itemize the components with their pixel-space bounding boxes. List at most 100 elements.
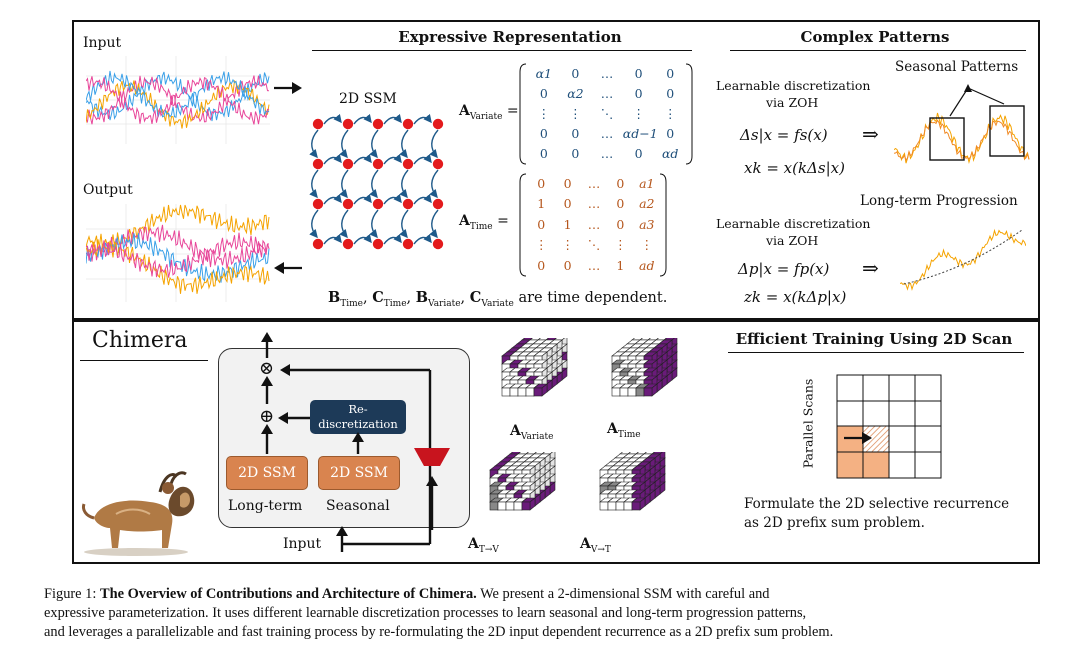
ssm-long-term-box: 2D SSM bbox=[226, 456, 308, 490]
caption-figure-label: Figure 1: bbox=[44, 586, 97, 602]
architecture-input-label: Input bbox=[283, 536, 322, 552]
long-term-pattern-plot bbox=[900, 228, 1026, 291]
a-time-subscript: Time bbox=[469, 221, 493, 232]
ssm-node bbox=[372, 238, 384, 250]
matrix-cell: 1 bbox=[537, 196, 546, 212]
matrix-cell: 0 bbox=[634, 66, 643, 81]
matrix-cell: 0 bbox=[563, 196, 572, 212]
series-line bbox=[86, 204, 270, 251]
matrix-cell: … bbox=[587, 257, 601, 273]
cube-cell bbox=[623, 501, 633, 511]
top-panel bbox=[72, 20, 1040, 320]
ssm-seasonal-box: 2D SSM bbox=[318, 456, 400, 490]
output-arrow bbox=[274, 262, 302, 274]
matrix-cell: 0 bbox=[563, 257, 572, 273]
a-variate-symbol: AVariate = bbox=[459, 103, 519, 122]
matrix-cell: … bbox=[600, 86, 614, 101]
ssm-horizontal-arrow bbox=[353, 153, 372, 165]
time-dependent-note: are time dependent. bbox=[518, 290, 668, 306]
series-line bbox=[86, 70, 270, 118]
ssm-node bbox=[402, 118, 414, 130]
input-series-plot bbox=[86, 56, 270, 144]
ssm-horizontal-arrow bbox=[353, 193, 372, 205]
ssm-vertical-arrow bbox=[339, 209, 349, 239]
matrix-cell: 0 bbox=[634, 86, 643, 101]
cube-cell bbox=[599, 501, 609, 511]
caption-bold-title: The Overview of Contributions and Archit… bbox=[99, 586, 477, 602]
matrix-cell: 0 bbox=[666, 126, 675, 141]
ssm-vertical-arrow bbox=[309, 209, 319, 239]
ssm-horizontal-arrow bbox=[323, 113, 342, 125]
series-line bbox=[86, 80, 270, 129]
matrix-cell: 0 bbox=[537, 176, 546, 191]
cube-cell bbox=[619, 387, 629, 397]
ssm-vertical-arrow bbox=[399, 169, 409, 199]
a-v-to-t-cube-label: AV→T bbox=[580, 536, 611, 555]
matrix-cell: αd−1 bbox=[622, 126, 658, 141]
long-term-label: Long-term bbox=[228, 498, 303, 514]
ssm-node bbox=[432, 198, 444, 210]
b-time: B bbox=[328, 289, 341, 306]
output-series-label: Output bbox=[83, 182, 133, 198]
ssm-vertical-arrow bbox=[309, 169, 319, 199]
cube-cell bbox=[513, 501, 523, 511]
expressive-representation-title: Expressive Representation bbox=[398, 28, 622, 46]
series-line bbox=[86, 232, 270, 278]
matrix-cell: … bbox=[587, 216, 601, 232]
ssm-vertical-arrow bbox=[399, 129, 409, 159]
ssm-grid-diagram bbox=[309, 113, 444, 250]
a-time-symbol: ATime = bbox=[459, 213, 509, 232]
chimera-creature-illustration bbox=[82, 471, 195, 556]
cube-cell bbox=[501, 387, 511, 397]
cube-cell bbox=[489, 501, 499, 511]
ssm-node bbox=[342, 118, 354, 130]
ssm-vertical-arrow bbox=[429, 129, 439, 159]
matrix-cell: a2 bbox=[639, 196, 655, 212]
ssm-node bbox=[432, 118, 444, 130]
matrix-cell: 0 bbox=[563, 176, 572, 191]
multiply-operator: ⊗ bbox=[259, 358, 275, 379]
matrix-cell: ⋮ bbox=[569, 106, 582, 121]
ssm-vertical-arrow bbox=[369, 129, 379, 159]
learnable-discretization-1: Learnable discretization bbox=[716, 78, 871, 93]
cube-label-sub: V→T bbox=[590, 544, 611, 555]
cube-cell bbox=[607, 501, 617, 511]
ssm-node bbox=[402, 238, 414, 250]
a-variate-subscript: Variate bbox=[469, 111, 503, 122]
ssm-node bbox=[402, 198, 414, 210]
c-variate: C bbox=[469, 289, 482, 306]
output-series-plot bbox=[86, 204, 270, 302]
matrix-cell: ⋮ bbox=[640, 237, 654, 253]
seasonal-label: Seasonal bbox=[326, 498, 390, 514]
matrix-cell: … bbox=[587, 196, 601, 212]
cube-cell bbox=[643, 387, 653, 397]
ssm-node bbox=[372, 118, 384, 130]
cube-cell bbox=[533, 387, 543, 397]
architecture-block bbox=[218, 348, 470, 528]
parallel-scans-text: Parallel Scans bbox=[800, 378, 816, 469]
cube-label-main: A bbox=[510, 423, 521, 439]
equation-zk: zk = x(kΔp|x) bbox=[744, 288, 847, 306]
matrix-cell: 0 bbox=[616, 196, 625, 212]
cube-cell bbox=[615, 501, 625, 511]
matrix-cell: 0 bbox=[539, 126, 548, 141]
matrix-cell: a1 bbox=[639, 176, 655, 191]
add-operator: ⊕ bbox=[259, 406, 275, 427]
caption-line-1: Figure 1: The Overview of Contributions … bbox=[44, 585, 1044, 604]
matrix-cell: … bbox=[587, 176, 601, 191]
matrix-cell: ⋮ bbox=[537, 106, 551, 121]
seasonal-patterns-title: Seasonal Patterns bbox=[895, 59, 1019, 75]
matrix-cell: 0 bbox=[537, 257, 546, 273]
ssm-vertical-arrow bbox=[309, 129, 319, 159]
learnable-discretization-2: Learnable discretization bbox=[716, 216, 871, 231]
equation-delta-s: Δs|x = fs(x) bbox=[740, 126, 828, 144]
input-series-label: Input bbox=[83, 35, 122, 51]
ssm-vertical-arrow bbox=[369, 209, 379, 239]
ssm-horizontal-arrow bbox=[323, 153, 342, 165]
ssm-vertical-arrow bbox=[369, 169, 379, 199]
a-v-to-t-cube bbox=[599, 452, 666, 511]
formulate-line-2: as 2D prefix sum problem. bbox=[744, 515, 925, 531]
matrix-cell: 0 bbox=[666, 86, 675, 101]
formulate-line-1: Formulate the 2D selective recurrence bbox=[744, 496, 1010, 512]
